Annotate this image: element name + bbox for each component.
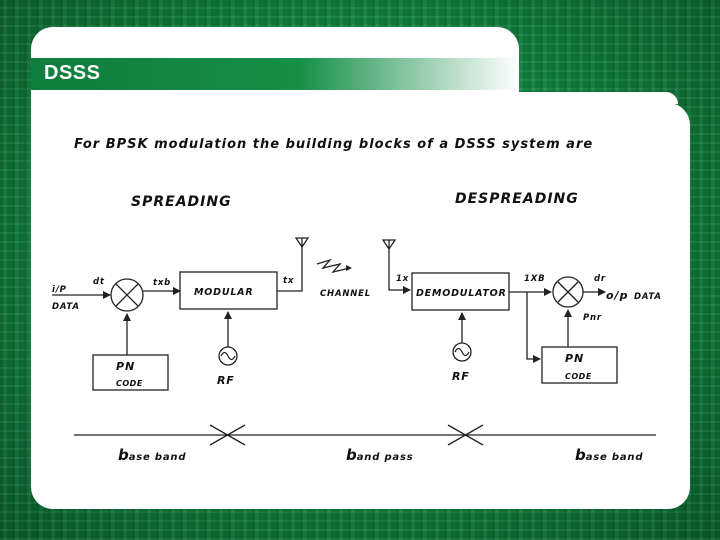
modulator-block [179, 271, 278, 310]
despreading-heading: DESPREADING [455, 191, 579, 207]
output-data-label: DATA [634, 292, 662, 302]
signal-rx-label: 1x [396, 274, 409, 284]
signal-txb-label: txb [153, 278, 171, 288]
demodulator-block [411, 272, 510, 311]
pn-label: PN [116, 360, 135, 373]
lightning-icon [316, 258, 352, 274]
sine-source-icon [218, 346, 238, 366]
rf-label: RF [452, 370, 470, 383]
input-label-data: DATA [52, 302, 80, 312]
pn-code-block [541, 346, 618, 384]
signal-dr-label: dr [594, 274, 606, 284]
output-prefix: o/p [606, 289, 628, 302]
rf-label: RF [217, 374, 235, 387]
title-band [31, 58, 519, 90]
signal-pnr-label: Pnr [583, 313, 602, 323]
band-divider-cross [209, 424, 246, 446]
band-middle-rest: and pass [357, 452, 414, 463]
demodulator-label: DEMODULATOR [416, 288, 507, 299]
band-middle-initial: b [346, 446, 357, 464]
multiplier-icon [552, 276, 584, 308]
band-label-left: base band [118, 446, 186, 464]
multiplier-icon [110, 278, 144, 312]
band-left-initial: b [118, 446, 129, 464]
pn-code-label: CODE [116, 379, 143, 388]
band-divider-cross [447, 424, 484, 446]
band-left-rest: ase band [129, 452, 187, 463]
band-right-rest: ase band [586, 452, 644, 463]
tx-line [277, 247, 303, 292]
pn-label: PN [565, 352, 584, 365]
antenna-icon [381, 239, 397, 251]
content-card [31, 103, 690, 509]
channel-label: CHANNEL [320, 289, 371, 299]
card-top-edge [31, 92, 678, 104]
pn-code-block [92, 354, 169, 391]
rxb-to-pn-line [526, 292, 541, 363]
band-label-right: base band [575, 446, 643, 464]
sine-source-icon [452, 342, 472, 362]
signal-dt-label: dt [93, 277, 105, 287]
band-right-initial: b [575, 446, 586, 464]
input-label-ip: i/P [52, 285, 67, 295]
signal-tx-label: tx [283, 276, 294, 286]
antenna-icon [294, 237, 310, 249]
slide-title: DSSS [44, 62, 101, 84]
spreading-heading: SPREADING [131, 194, 232, 210]
band-label-middle: band pass [346, 446, 413, 464]
signal-rxb-label: 1XB [524, 274, 545, 284]
intro-text: For BPSK modulation the building blocks … [74, 137, 593, 152]
rx-line [388, 249, 411, 294]
modulator-label: MODULAR [194, 287, 253, 298]
pn-code-label: CODE [565, 372, 592, 381]
